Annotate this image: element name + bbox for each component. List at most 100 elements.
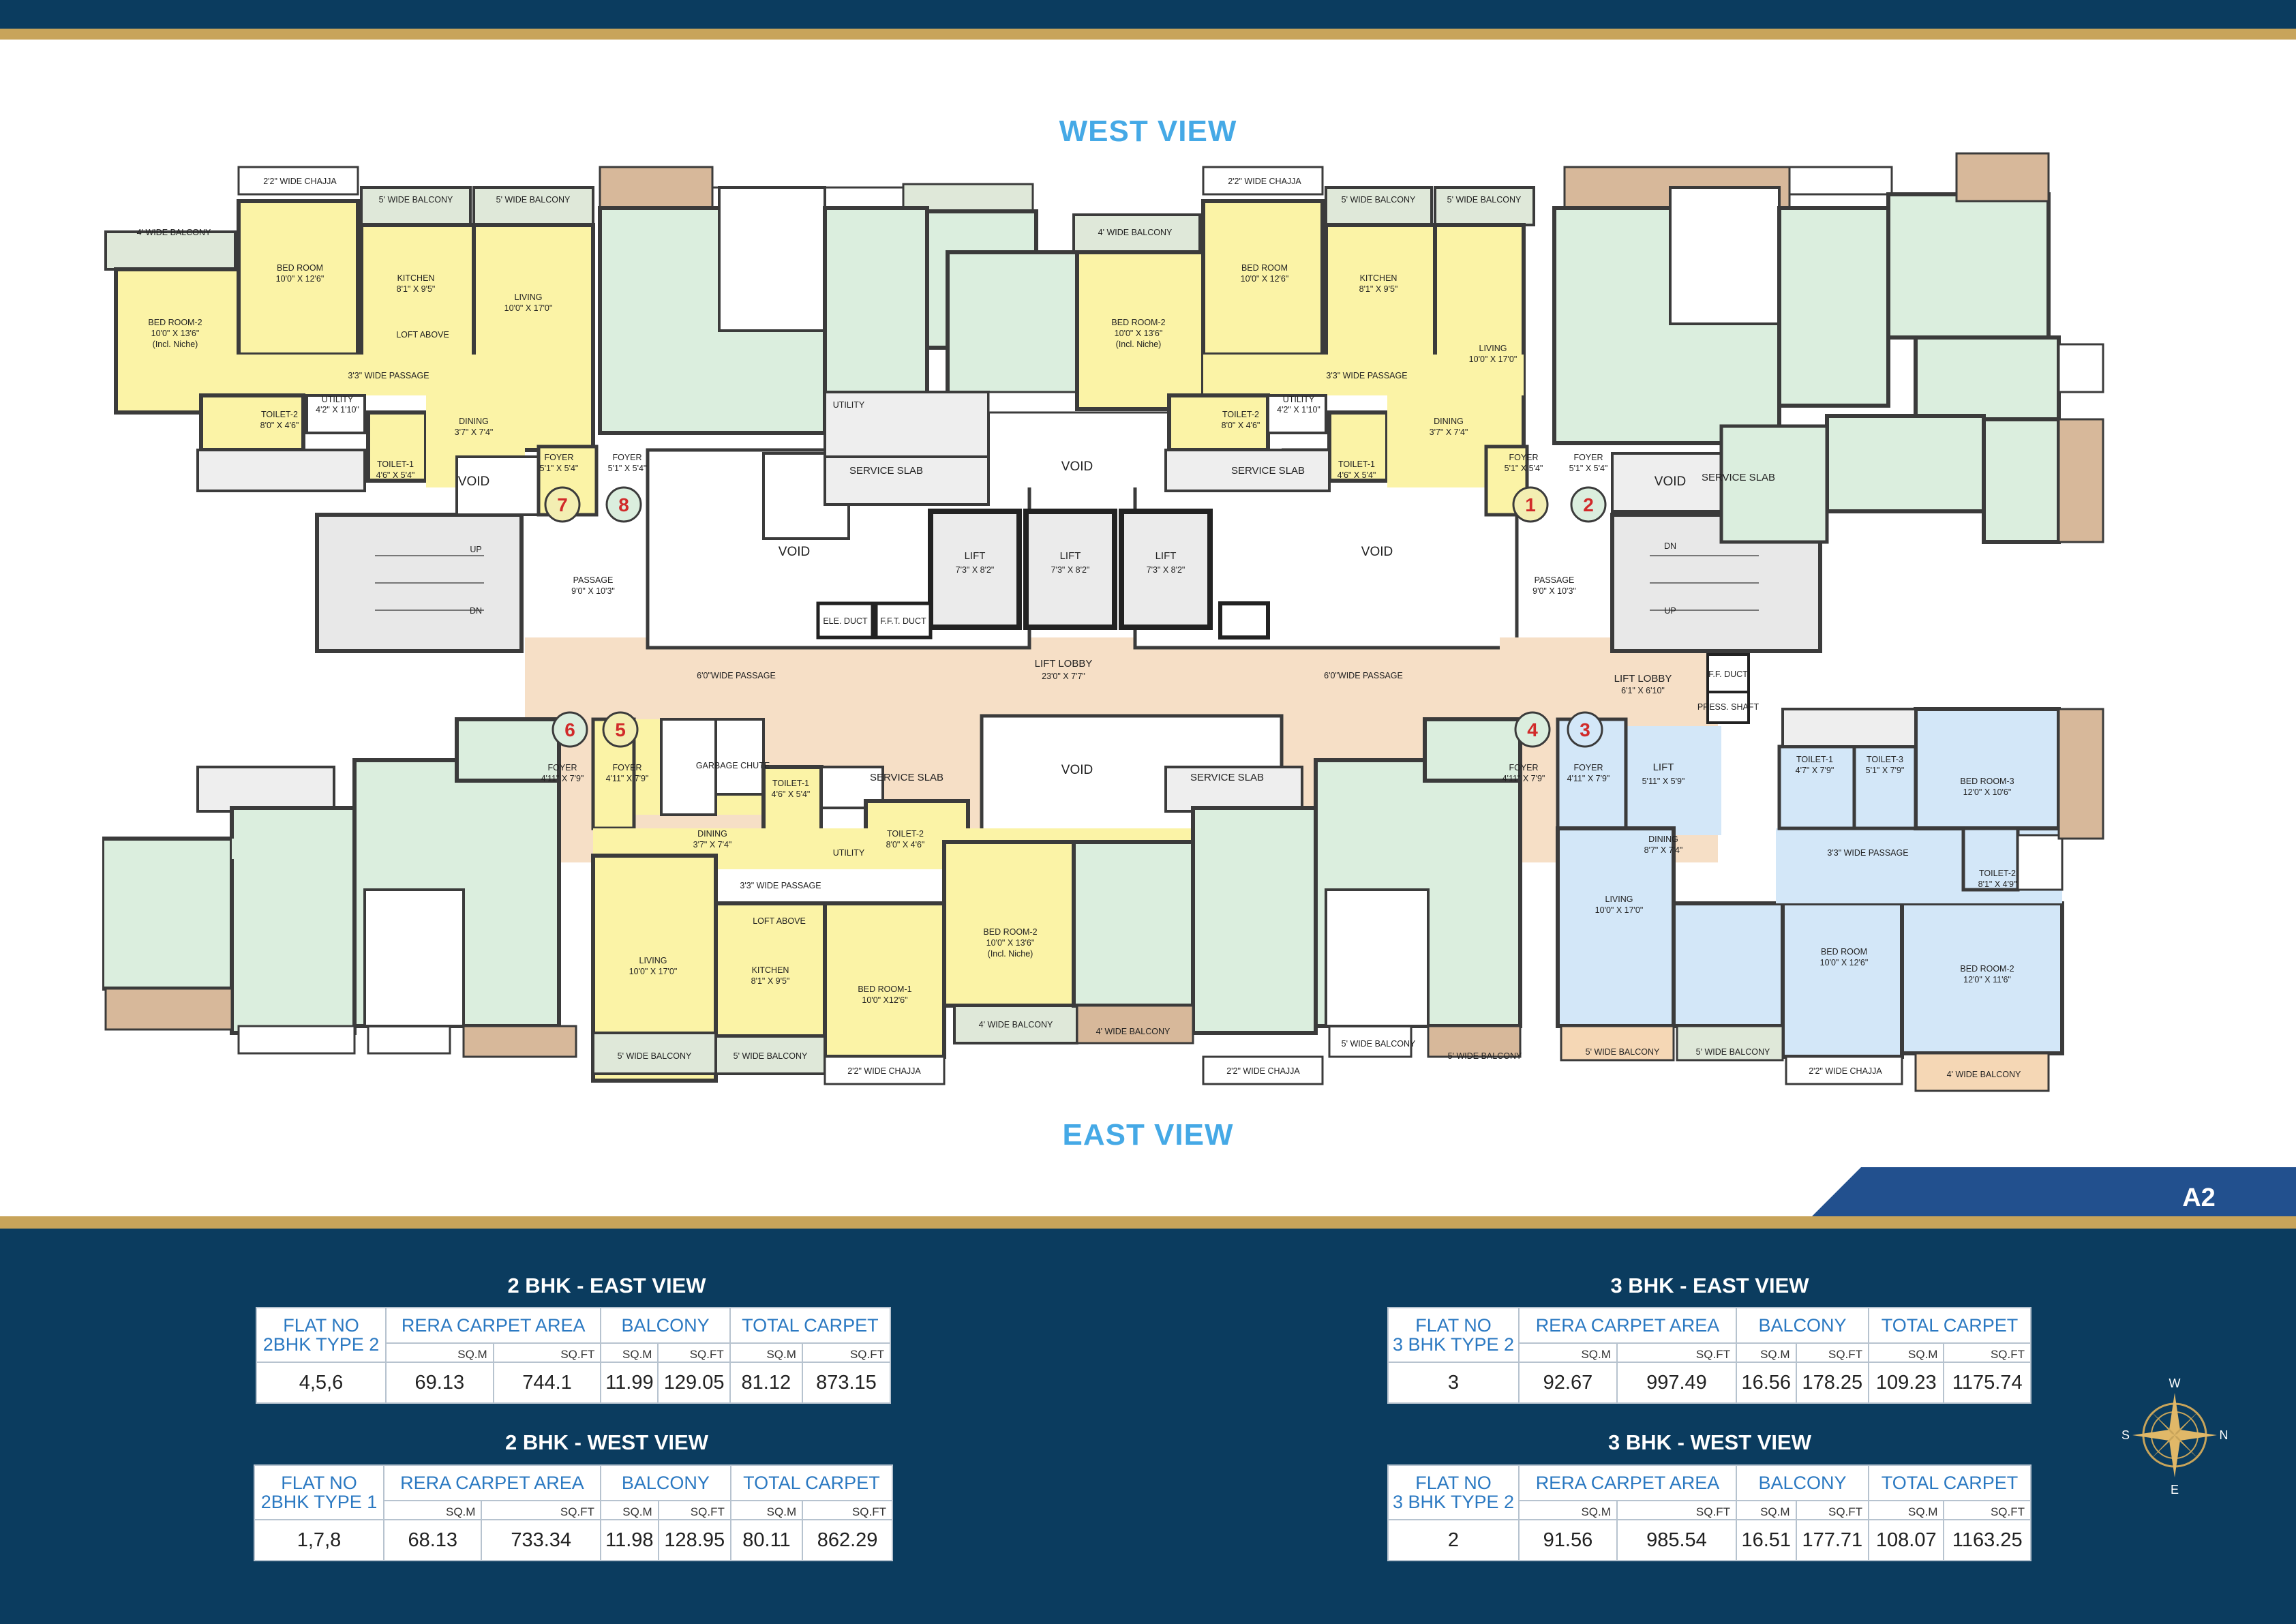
balcony-sqft: 178.25 bbox=[1795, 1362, 1870, 1404]
rera-sqft: 733.34 bbox=[481, 1519, 601, 1561]
foyer-c: FOYER bbox=[1509, 453, 1538, 462]
passage-3-d: 3'3" WIDE PASSAGE bbox=[1827, 848, 1908, 858]
bedroom2-b-size: 10'0" X 13'6" bbox=[986, 938, 1035, 948]
utility-a: UTILITY bbox=[322, 395, 354, 404]
flat-no-value: 1,7,8 bbox=[254, 1519, 384, 1561]
foyer-c-size: 5'1" X 5'4" bbox=[1505, 464, 1543, 473]
kitchen-c: KITCHEN bbox=[1360, 273, 1398, 283]
bedroom2-a: BED ROOM-2 bbox=[148, 318, 202, 327]
small-lift-label: LIFT bbox=[1653, 762, 1674, 773]
balcony-5-d2: 5' WIDE BALCONY bbox=[1696, 1047, 1770, 1057]
dining-b-size: 3'7" X 7'4" bbox=[693, 840, 732, 849]
bedroom-a-size: 10'0" X 12'6" bbox=[276, 274, 324, 284]
kitchen-a-size: 8'1" X 9'5" bbox=[397, 284, 436, 294]
flat-number-5: 5 bbox=[615, 719, 626, 740]
utility-label-2: UTILITY bbox=[833, 848, 865, 858]
sqm-label: SQ.M bbox=[600, 1342, 659, 1363]
sqft-label: SQ.FT bbox=[1943, 1500, 2031, 1520]
balcony-sqft: 128.95 bbox=[657, 1519, 731, 1561]
balcony-sqm: 11.98 bbox=[599, 1519, 659, 1561]
bedroom3-d: BED ROOM-3 bbox=[1960, 777, 2014, 786]
sqft-label: SQ.FT bbox=[657, 1500, 731, 1520]
void-label-top: VOID bbox=[1061, 460, 1093, 474]
passage-left: PASSAGE bbox=[573, 575, 614, 585]
sqft-label: SQ.FT bbox=[481, 1500, 601, 1520]
rera-header: RERA CARPET AREA bbox=[383, 1464, 601, 1501]
kitchen-a: KITCHEN bbox=[397, 273, 435, 283]
lift-lobby-label: LIFT LOBBY bbox=[1035, 658, 1093, 670]
balcony-4-a: 4' WIDE BALCONY bbox=[137, 228, 211, 237]
bottom-panel bbox=[0, 1229, 2296, 1624]
lift-1-label: LIFT bbox=[965, 550, 986, 562]
bedroom2-east-b bbox=[942, 840, 1079, 1008]
living-d-size: 10'0" X 17'0" bbox=[1595, 905, 1644, 915]
press-shaft bbox=[1706, 691, 1750, 724]
balcony-5-e1: 5' WIDE BALCONY bbox=[1342, 1039, 1416, 1049]
toilet1-d-size: 4'7" X 7'9" bbox=[1796, 766, 1834, 775]
sqm-label: SQ.M bbox=[1735, 1500, 1797, 1520]
west-view-title: WEST VIEW bbox=[1059, 115, 1237, 148]
passage-right-size: 9'0" X 10'3" bbox=[1532, 586, 1576, 596]
stair-up-label-right: UP bbox=[1664, 606, 1676, 616]
sqft-label: SQ.FT bbox=[1795, 1342, 1870, 1363]
sqft-label: SQ.FT bbox=[801, 1342, 892, 1363]
dining-b: DINING bbox=[697, 829, 727, 839]
total-sqm: 108.07 bbox=[1868, 1519, 1945, 1561]
toilet3-d-size: 5'1" X 7'9" bbox=[1866, 766, 1905, 775]
floor-plan: VOID VOID VOID VOID VOID VOID LIFT 7'3" … bbox=[102, 152, 2104, 1092]
balcony-5-c1: 5' WIDE BALCONY bbox=[1342, 195, 1416, 205]
living-a: LIVING bbox=[515, 292, 543, 302]
rera-sqft: 985.54 bbox=[1616, 1519, 1737, 1561]
sqm-label: SQ.M bbox=[382, 1500, 483, 1520]
foyer-f-size: 4'11" X 7'9" bbox=[541, 774, 584, 783]
sqm-label: SQ.M bbox=[729, 1342, 803, 1363]
living-east-d bbox=[1556, 826, 1676, 1028]
passage-right: PASSAGE bbox=[1535, 575, 1575, 585]
balcony-sqm: 16.56 bbox=[1735, 1362, 1797, 1404]
dining-a-size: 3'7" X 7'4" bbox=[455, 427, 494, 437]
compass-rose-icon: W E S N bbox=[2121, 1377, 2229, 1497]
sqft-label: SQ.FT bbox=[657, 1342, 731, 1363]
balcony-5-a2: 5' WIDE BALCONY bbox=[496, 195, 571, 205]
total-sqm: 81.12 bbox=[729, 1362, 803, 1404]
bedroom1-b: BED ROOM-1 bbox=[858, 984, 911, 994]
bedroom2-a-size: 10'0" X 13'6" bbox=[151, 329, 200, 338]
balcony-5-e2: 5' WIDE BALCONY bbox=[1448, 1051, 1522, 1061]
toilet1-b: TOILET-1 bbox=[772, 779, 809, 788]
total-header: TOTAL CARPET bbox=[729, 1464, 894, 1501]
balcony-4-c: 4' WIDE BALCONY bbox=[1098, 228, 1173, 237]
loft-a: LOFT ABOVE bbox=[396, 330, 449, 340]
sqm-label: SQ.M bbox=[1735, 1342, 1797, 1363]
east-view-title: EAST VIEW bbox=[1062, 1118, 1234, 1152]
balcony-5-c2: 5' WIDE BALCONY bbox=[1447, 195, 1522, 205]
bedroom-d: BED ROOM bbox=[1821, 947, 1867, 957]
passage-3-b: 3'3" WIDE PASSAGE bbox=[740, 881, 821, 890]
bedroom-d-size: 10'0" X 12'6" bbox=[1820, 958, 1869, 967]
balcony-sqft: 129.05 bbox=[657, 1362, 731, 1404]
sqft-label: SQ.FT bbox=[1616, 1500, 1737, 1520]
rera-header: RERA CARPET AREA bbox=[1518, 1307, 1737, 1344]
loft-b: LOFT ABOVE bbox=[753, 916, 806, 926]
table-title-2bhk-east: 2 BHK - EAST VIEW bbox=[507, 1274, 706, 1297]
bedroom-a: BED ROOM bbox=[277, 263, 323, 273]
balcony-header: BALCONY bbox=[1735, 1307, 1870, 1344]
rera-sqm: 92.67 bbox=[1518, 1362, 1618, 1404]
foyer-d-size: 5'1" X 5'4" bbox=[1569, 464, 1608, 473]
passage-west-a bbox=[211, 355, 525, 395]
sqm-label: SQ.M bbox=[1518, 1500, 1618, 1520]
lift-3-size: 7'3" X 8'2" bbox=[1147, 565, 1185, 575]
lift-2-size: 7'3" X 8'2" bbox=[1051, 565, 1090, 575]
sqft-label: SQ.FT bbox=[802, 1500, 893, 1520]
fft-duct-label: F.F.T. DUCT bbox=[880, 616, 926, 626]
bottom-gold-stripe bbox=[0, 1216, 2296, 1229]
dining-d: DINING bbox=[1648, 834, 1678, 844]
bedroom2-d: BED ROOM-2 bbox=[1960, 964, 2014, 974]
foyer-b-size: 5'1" X 5'4" bbox=[608, 464, 647, 473]
lift-1 bbox=[928, 509, 1022, 630]
service-slab-label-2: SERVICE SLAB bbox=[1231, 465, 1305, 477]
bedroom2-a-niche: (Incl. Niche) bbox=[153, 340, 198, 349]
dining-c: DINING bbox=[1434, 417, 1464, 426]
